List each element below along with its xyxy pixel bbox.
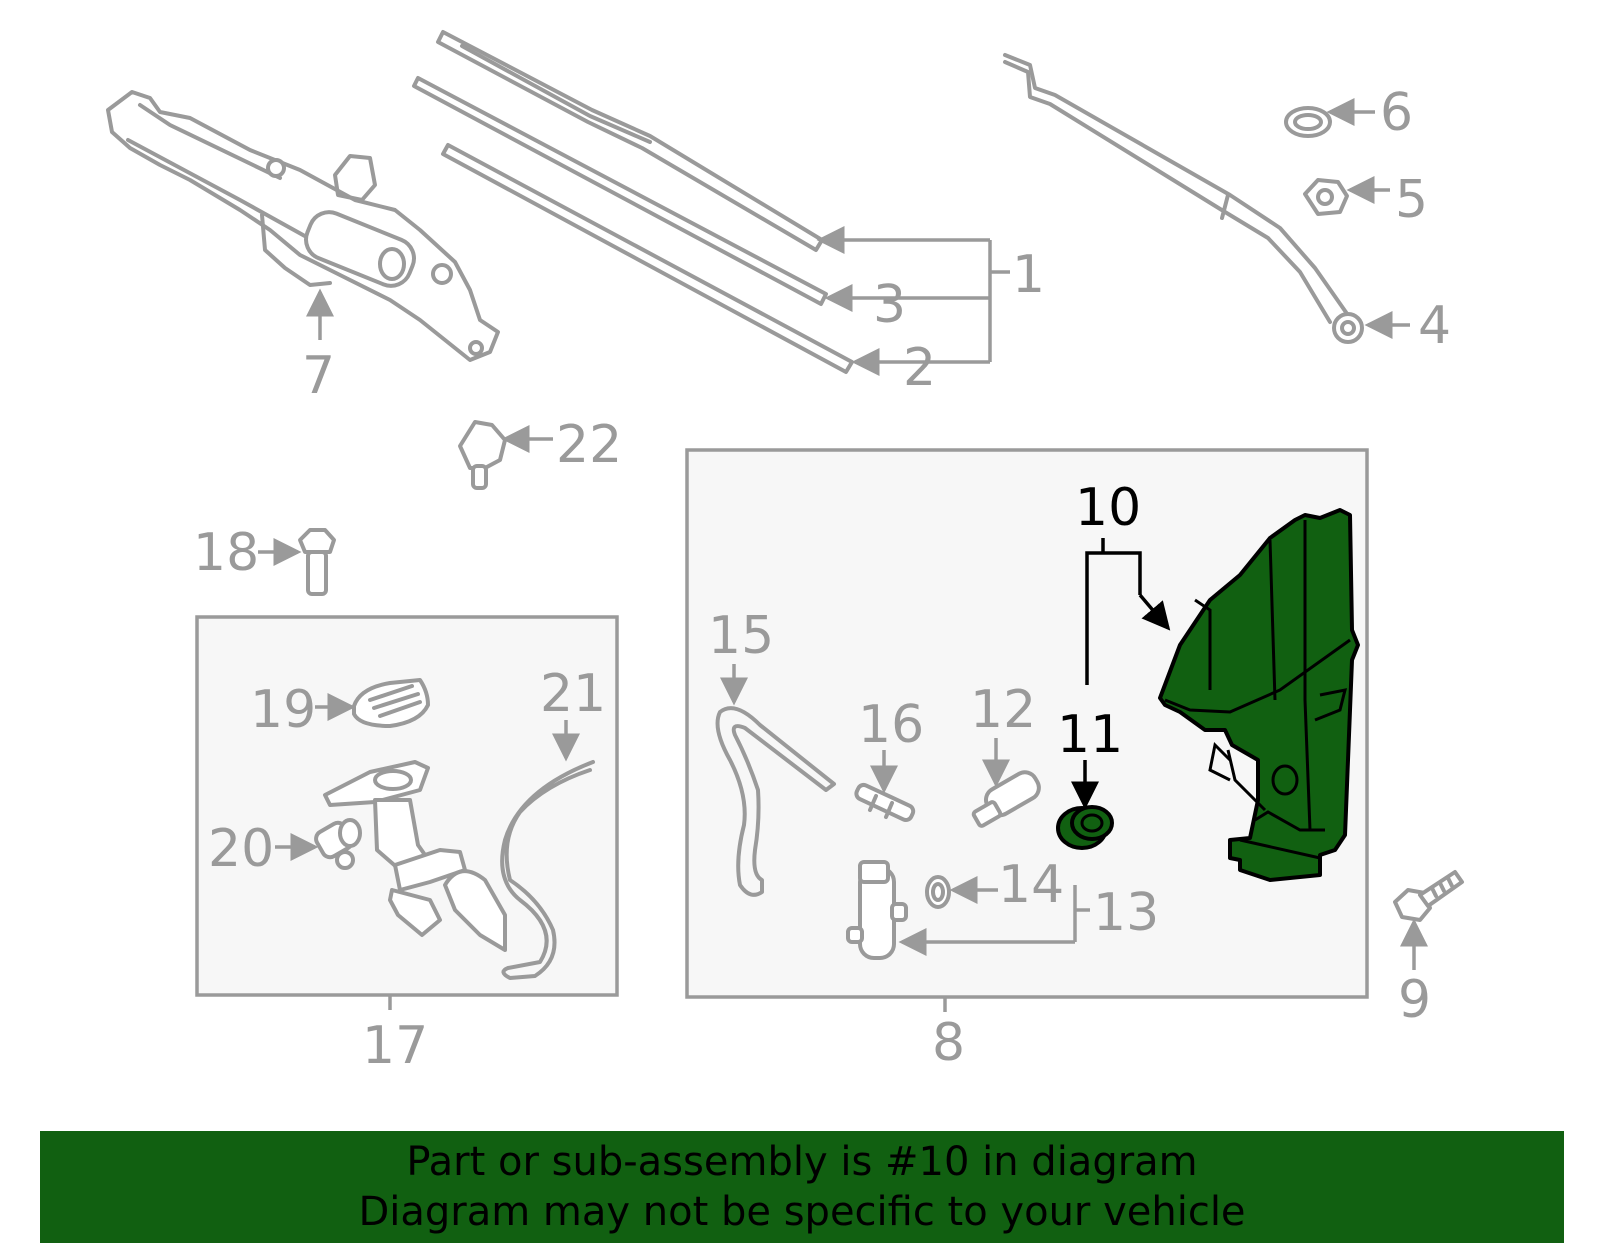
callout-19: 19 — [250, 680, 316, 740]
hose-connector — [314, 818, 362, 870]
callout-2: 2 — [903, 338, 936, 398]
callout-4: 4 — [1418, 296, 1451, 356]
callout-14: 14 — [998, 855, 1064, 915]
washer-nozzle — [458, 420, 507, 490]
info-banner: Part or sub-assembly is #10 in diagram D… — [40, 1131, 1564, 1243]
callout-3: 3 — [873, 275, 906, 335]
callout-6: 6 — [1380, 83, 1413, 143]
wiper-arm — [1003, 53, 1364, 344]
banner-line-2: Diagram may not be specific to your vehi… — [358, 1189, 1246, 1235]
bolt-18 — [298, 528, 336, 596]
callout-12: 12 — [970, 680, 1036, 740]
filler-cap — [352, 678, 430, 728]
callout-8: 8 — [932, 1013, 965, 1073]
filler-neck — [323, 760, 507, 952]
washer-hose-15 — [715, 706, 836, 897]
callout-20: 20 — [208, 819, 274, 879]
callout-11: 11 — [1057, 705, 1123, 765]
arm-cap — [1284, 106, 1332, 138]
callout-9: 9 — [1398, 970, 1431, 1030]
pump-seal — [925, 875, 951, 909]
banner-line-1: Part or sub-assembly is #10 in diagram — [406, 1139, 1198, 1185]
bolt-9 — [1393, 870, 1464, 922]
washer-pump — [846, 860, 908, 960]
wiper-blade-insert — [441, 143, 854, 374]
callout-10: 10 — [1075, 478, 1141, 538]
hose-joint — [854, 782, 916, 822]
wiper-linkage-motor — [106, 90, 500, 362]
wiper-blade-assembly — [436, 30, 824, 252]
callout-21: 21 — [540, 664, 606, 724]
callout-17: 17 — [362, 1016, 428, 1076]
callout-5: 5 — [1395, 170, 1428, 230]
washer-hose-21 — [500, 760, 595, 980]
callout-16: 16 — [858, 695, 924, 755]
callout-13: 13 — [1093, 883, 1159, 943]
callout-18: 18 — [193, 523, 259, 583]
washer-reservoir[interactable] — [1158, 508, 1360, 882]
callout-22: 22 — [556, 415, 622, 475]
arm-nut — [1303, 178, 1349, 216]
callout-15: 15 — [708, 606, 774, 666]
callout-7: 7 — [302, 346, 335, 406]
callout-1: 1 — [1012, 245, 1045, 305]
wiper-blade-refill — [412, 76, 828, 306]
